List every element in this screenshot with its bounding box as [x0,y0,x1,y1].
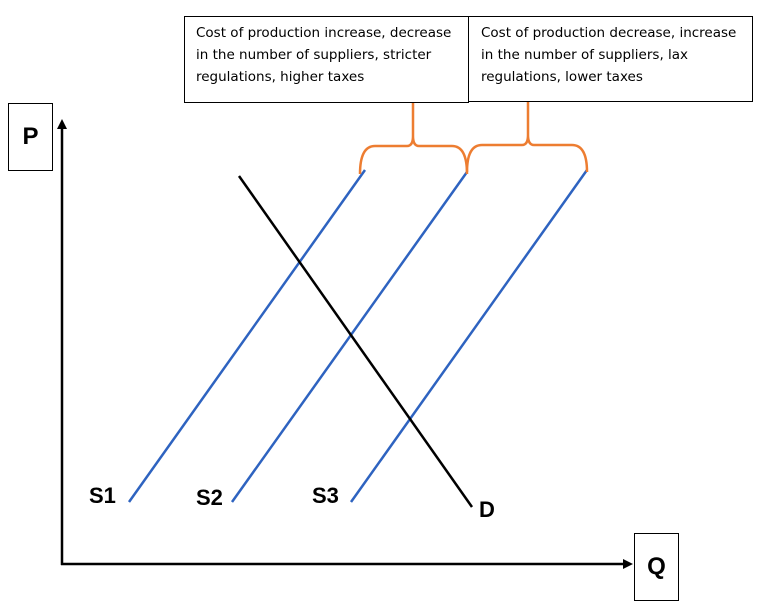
brace-right [465,101,589,173]
supply-curve-s1 [127,169,367,503]
supply-curve-s3 [349,169,589,503]
demand-curve [237,175,474,508]
brace-left [358,102,469,175]
label-s3: S3 [312,483,339,508]
supply-curve-s2 [230,171,469,503]
callout-line: Cost of production increase, decrease [196,25,452,41]
label-s2: S2 [196,485,223,510]
y-axis-label: P [8,103,53,171]
label-s1: S1 [89,483,116,508]
x-axis-label: Q [634,533,679,601]
callout-line: Cost of production decrease, increase [481,25,737,41]
callout-line: in the number of suppliers, stricter [196,47,432,63]
callout-supply-increase-factors: Cost of production decrease, increase in… [468,16,753,102]
callout-line: regulations, lower taxes [481,69,643,85]
label-d: D [479,497,495,522]
callout-line: in the number of suppliers, lax [481,47,689,63]
callout-line: regulations, higher taxes [196,69,365,85]
callout-supply-decrease-factors: Cost of production increase, decrease in… [184,16,469,103]
